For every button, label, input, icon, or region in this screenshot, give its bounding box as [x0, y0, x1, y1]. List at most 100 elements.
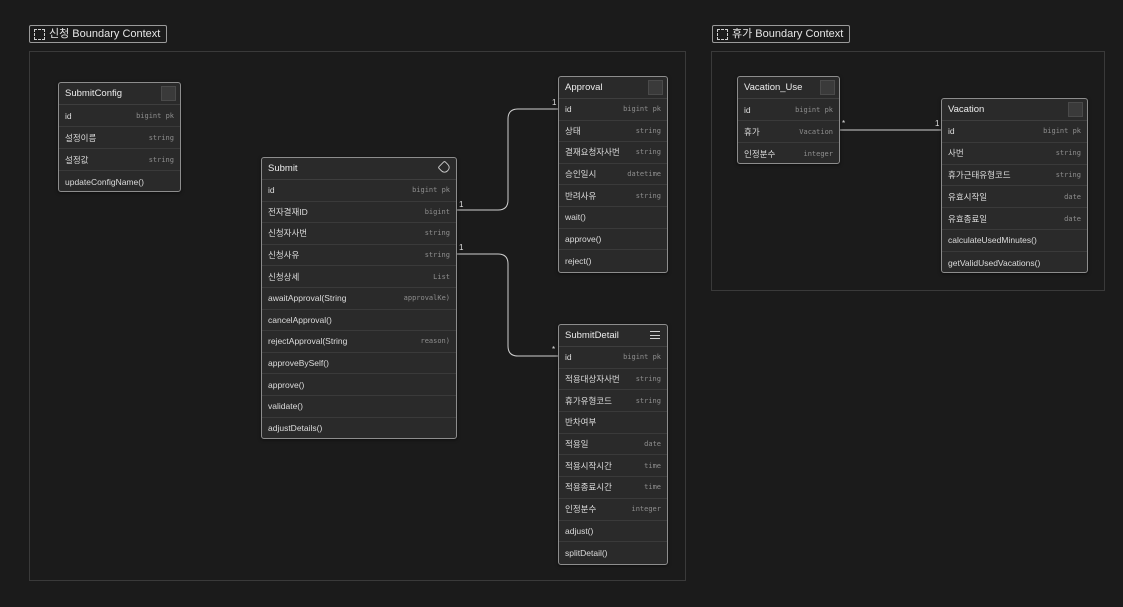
- field-name: id: [565, 352, 572, 363]
- entity-method-row[interactable]: calculateUsedMinutes(): [942, 230, 1087, 252]
- field-type: bigint pk: [136, 111, 174, 120]
- field-name: 사번: [948, 148, 964, 159]
- entity-field-row[interactable]: 반차여부: [559, 412, 667, 434]
- entity-method-row[interactable]: approve(): [262, 374, 456, 396]
- field-type: bigint pk: [1043, 127, 1081, 136]
- vacation-boundary: [711, 51, 1105, 291]
- field-type: date: [1064, 214, 1081, 223]
- field-type: string: [635, 126, 661, 135]
- field-name: 유효종료일: [948, 213, 988, 224]
- entity-header[interactable]: Vacation: [942, 99, 1087, 121]
- field-name: 승인일시: [565, 169, 597, 180]
- entity-header[interactable]: SubmitDetail: [559, 325, 667, 347]
- entity-method-row[interactable]: approve(): [559, 229, 667, 251]
- entity-method-row[interactable]: updateConfigName(): [59, 171, 180, 193]
- field-name: awaitApproval(String: [268, 293, 347, 304]
- field-name: cancelApproval(): [268, 314, 332, 325]
- vacation-context-label[interactable]: 휴가 Boundary Context: [712, 25, 851, 43]
- entity-header[interactable]: Vacation_Use: [738, 77, 839, 99]
- multiplicity-label: *: [842, 119, 846, 128]
- entity-method-row[interactable]: wait(): [559, 207, 667, 229]
- entity-title: Approval: [565, 82, 603, 93]
- entity-method-row[interactable]: adjustDetails(): [262, 418, 456, 440]
- field-name: 유효시작일: [948, 191, 988, 202]
- field-type: bigint pk: [623, 353, 661, 362]
- field-name: splitDetail(): [565, 548, 608, 559]
- field-type: string: [1055, 170, 1081, 179]
- field-name: 전자결재ID: [268, 206, 308, 217]
- field-name: 신청사유: [268, 250, 300, 261]
- entity-field-row[interactable]: id bigint pk: [559, 347, 667, 369]
- entity-header[interactable]: Submit: [262, 158, 456, 180]
- field-type: bigint pk: [795, 105, 833, 114]
- entity-title: SubmitDetail: [565, 330, 619, 341]
- application-context-label[interactable]: 신청 Boundary Context: [29, 25, 168, 43]
- table-icon: [161, 86, 176, 101]
- entity-field-row[interactable]: 유효종료일 date: [942, 208, 1087, 230]
- multiplicity-label: 1: [459, 243, 464, 252]
- entity-method-row[interactable]: approveBySelf(): [262, 353, 456, 375]
- list-icon: [650, 331, 660, 339]
- edge-submit-submitdetail: [456, 253, 558, 357]
- field-type: approvalKe): [403, 294, 450, 303]
- field-type: integer: [631, 505, 661, 514]
- field-name: 휴가유형코드: [565, 395, 612, 406]
- entity-header[interactable]: SubmitConfig: [59, 83, 180, 105]
- entity-header[interactable]: Approval: [559, 77, 667, 99]
- entity-method-row[interactable]: reject(): [559, 250, 667, 272]
- field-type: List: [433, 272, 450, 281]
- field-name: adjustDetails(): [268, 423, 323, 434]
- context-title: 휴가 Boundary Context: [732, 28, 844, 40]
- frame-icon: [34, 28, 45, 40]
- application-boundary: [29, 51, 686, 581]
- field-name: adjust(): [565, 525, 594, 536]
- field-type: string: [635, 375, 661, 384]
- entity-title: Submit: [268, 163, 298, 174]
- field-name: updateConfigName(): [65, 177, 144, 187]
- entity-title: Vacation: [948, 104, 985, 115]
- field-name: approve(): [565, 233, 602, 244]
- entity-method-row[interactable]: splitDetail(): [559, 542, 667, 564]
- entity-field-row[interactable]: awaitApproval(String approvalKe): [262, 288, 456, 310]
- entity-method-row[interactable]: adjust(): [559, 521, 667, 543]
- field-name: id: [565, 104, 572, 115]
- edge-submit-approval: [456, 108, 558, 211]
- entity-method-row[interactable]: validate(): [262, 396, 456, 418]
- entity-method-row[interactable]: getValidUsedVacations(): [942, 252, 1087, 274]
- entity-method-row[interactable]: cancelApproval(): [262, 310, 456, 332]
- field-name: 결재요청자사번: [565, 147, 620, 158]
